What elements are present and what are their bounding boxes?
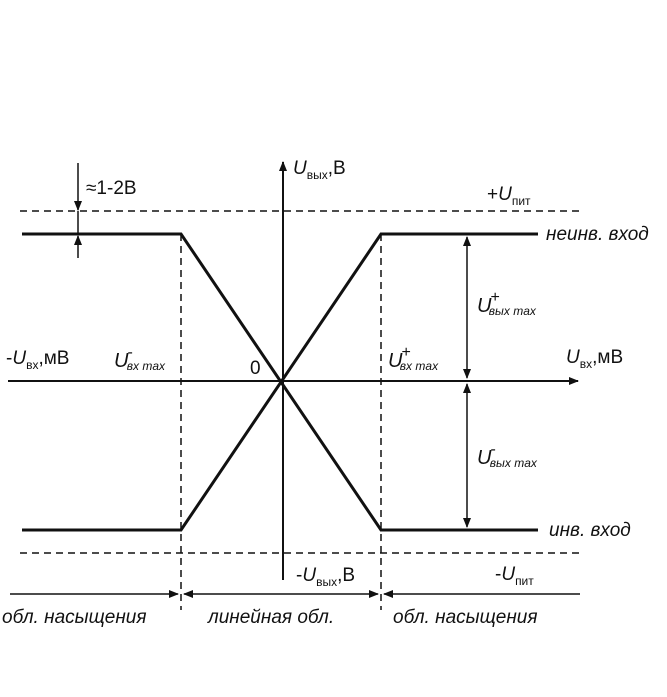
vout-max-pos-label: U+вых max: [477, 289, 537, 318]
region-saturation-right-label: обл. насыщения: [393, 607, 538, 628]
supply-neg-label: -Uпит: [495, 564, 534, 588]
vin-max-pos-label: U+вх max: [388, 344, 439, 373]
vin-max-neg-label: U-вх max: [114, 344, 166, 373]
region-linear-label: линейная обл.: [207, 607, 334, 628]
vout-max-neg-label: U-вых max: [477, 441, 538, 470]
vout-axis-neg-label: -Uвых,В: [296, 565, 355, 589]
vin-axis-label: Uвх,мВ: [566, 347, 623, 371]
origin-label: 0: [250, 358, 261, 379]
supply-pos-label: +Uпит: [487, 184, 531, 208]
approx-label: ≈1-2В: [86, 178, 137, 199]
noninv-input-label: неинв. вход: [546, 224, 649, 245]
inv-characteristic: [22, 232, 538, 532]
region-saturation-left-label: обл. насыщения: [2, 607, 147, 628]
inv-input-label: инв. вход: [549, 520, 631, 541]
vout-axis-label: Uвых,В: [293, 158, 346, 182]
vin-axis-neg-label: -Uвх,мВ: [6, 348, 69, 372]
